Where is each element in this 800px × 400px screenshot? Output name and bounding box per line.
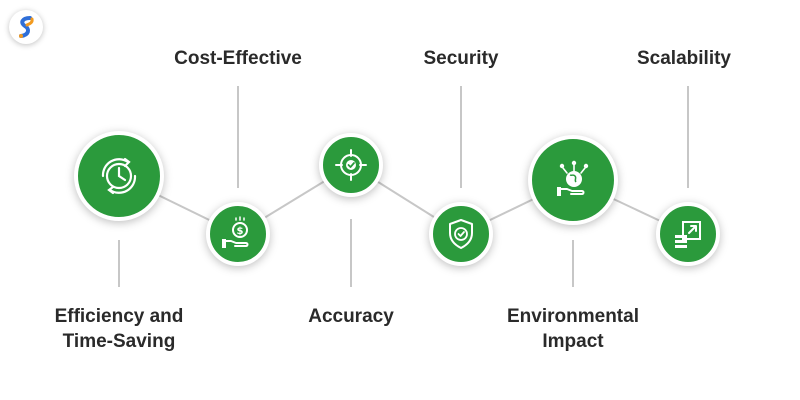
brand-s-logo-icon: [19, 16, 34, 38]
svg-text:$: $: [237, 226, 244, 237]
benefit-label-scalability: Scalability: [584, 46, 784, 71]
benefit-label-line: Scalability: [637, 48, 731, 69]
benefit-label-cost-effective: Cost-Effective: [138, 46, 338, 71]
brand-logo: [9, 10, 43, 44]
money-hand-icon: $: [222, 216, 249, 248]
benefit-label-efficiency: Efficiency and Time-Saving: [19, 304, 219, 354]
benefit-label-security: Security: [361, 46, 561, 71]
benefit-label-line: Impact: [542, 331, 604, 352]
benefit-node-scalability: [656, 202, 720, 266]
benefit-label-line: Efficiency and: [54, 306, 184, 327]
benefit-label-accuracy: Accuracy: [251, 304, 451, 329]
benefit-node-cost-effective: $: [206, 202, 270, 266]
benefit-label-line: Time-Saving: [62, 331, 176, 352]
benefit-label-line: Cost-Effective: [174, 48, 302, 69]
benefit-label-environmental-impact: Environmental Impact: [473, 304, 673, 354]
benefit-label-line: Environmental: [507, 306, 639, 327]
clock-arrows-icon: [101, 157, 137, 195]
scale-up-icon: [675, 221, 701, 248]
benefit-node-accuracy: [319, 133, 383, 197]
benefit-label-line: Security: [423, 48, 499, 69]
target-check-icon: [335, 149, 367, 181]
benefit-node-environmental-impact: [528, 135, 618, 225]
benefit-label-line: Accuracy: [308, 306, 394, 327]
benefit-node-efficiency: [74, 131, 164, 221]
benefit-node-security: [429, 202, 493, 266]
globe-hand-icon: [557, 160, 589, 196]
shield-check-icon: [449, 219, 473, 249]
